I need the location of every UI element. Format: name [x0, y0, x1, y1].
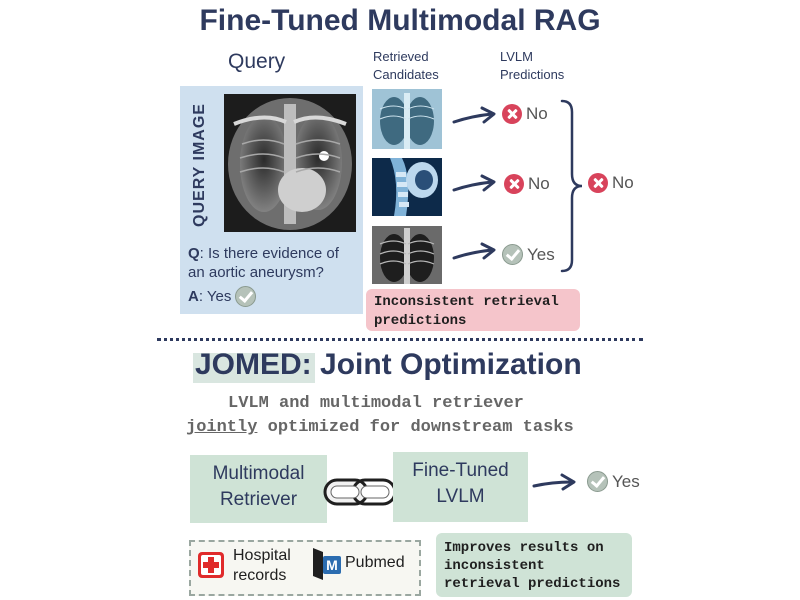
cross-badge-icon — [504, 174, 524, 194]
jointly-word: jointly — [186, 418, 258, 437]
aggregate-prediction-label: No — [612, 173, 634, 192]
question: Q: Is there evidence of an aortic aneury… — [188, 244, 360, 282]
inconsistent-note-line2: predictions — [374, 313, 467, 329]
aggregate-prediction: No — [588, 173, 634, 193]
jomed-highlight — [193, 353, 315, 383]
prediction-2-label: No — [528, 174, 550, 193]
question-prefix: Q — [188, 245, 200, 262]
inconsistent-note: Inconsistent retrieval predictions — [366, 289, 580, 331]
prediction-2: No — [504, 174, 550, 194]
pubmed-label: Pubmed — [345, 554, 405, 571]
prediction-3: Yes — [502, 244, 555, 265]
answer: A: Yes — [188, 286, 257, 307]
arrow-icon — [452, 174, 496, 192]
multimodal-retriever-box: Multimodal Retriever — [190, 455, 327, 523]
chain-link-icon — [323, 478, 397, 506]
query-label: Query — [228, 50, 286, 73]
final-prediction-label: Yes — [612, 471, 640, 491]
hospital-label-2: records — [233, 567, 287, 584]
finetuned-lvlm-box: Fine-Tuned LVLM — [393, 452, 528, 522]
improves-note-line1: Improves results on — [444, 540, 604, 556]
retriever-label-1: Multimodal — [212, 463, 305, 484]
retrieved-xray-3 — [372, 226, 442, 284]
predictions-header-line2: Predictions — [500, 67, 565, 82]
pubmed-logo-letter: M — [326, 557, 338, 573]
pubmed-logo-icon: M — [313, 548, 341, 580]
jomed-subtitle-2-rest: optimized for downstream tasks — [257, 418, 574, 437]
check-badge-icon — [502, 244, 523, 265]
retrieved-header-line2: Candidates — [373, 67, 439, 82]
cross-badge-icon — [588, 173, 608, 193]
predictions-header: LVLM Predictions — [500, 48, 564, 84]
check-badge-icon — [235, 286, 257, 307]
query-image-label-text: QUERY IMAGE — [191, 102, 208, 227]
query-xray-image — [224, 94, 356, 232]
prediction-1: No — [502, 104, 548, 124]
arrow-icon — [452, 106, 496, 124]
jomed-title: JOMED: Joint Optimization — [195, 348, 582, 381]
answer-text: : Yes — [198, 288, 232, 305]
lvlm-label-1: Fine-Tuned — [412, 460, 509, 481]
lvlm-label-2: LVLM — [436, 486, 485, 507]
predictions-header-line1: LVLM — [500, 49, 533, 64]
jomed-subtitle-2: jointly optimized for downstream tasks — [186, 418, 574, 437]
retrieved-header: Retrieved Candidates — [373, 48, 439, 84]
retrieved-header-line1: Retrieved — [373, 49, 429, 64]
improves-note-line3: retrieval predictions — [444, 576, 621, 592]
question-text-2: an aortic aneurysm? — [188, 264, 324, 281]
inconsistent-note-line1: Inconsistent retrieval — [374, 294, 559, 310]
jomed-subtitle-1: LVLM and multimodal retriever — [228, 394, 524, 413]
question-text: : Is there evidence of — [199, 245, 339, 262]
arrow-icon — [452, 242, 496, 260]
improves-note-line2: inconsistent — [444, 558, 545, 574]
query-image-label: QUERY IMAGE — [186, 92, 214, 237]
top-title: Fine-Tuned Multimodal RAG — [199, 4, 601, 37]
cross-badge-icon — [502, 104, 522, 124]
retrieved-xray-2 — [372, 158, 442, 216]
arrow-icon — [532, 473, 576, 491]
final-prediction: Yes — [587, 471, 647, 492]
section-divider — [157, 338, 643, 341]
answer-prefix: A — [188, 288, 199, 305]
hospital-cross-icon — [198, 552, 224, 578]
check-badge-icon — [587, 471, 608, 492]
hospital-label-1: Hospital — [233, 547, 291, 564]
prediction-3-label: Yes — [527, 244, 555, 264]
improves-note: Improves results on inconsistent retriev… — [436, 533, 632, 597]
knowledge-sources-box: Hospital records M Pubmed — [189, 540, 421, 596]
curly-brace-icon — [560, 99, 583, 273]
hospital-records-label: Hospital records — [233, 546, 291, 586]
retriever-label-2: Retriever — [219, 489, 298, 510]
prediction-1-label: No — [526, 104, 548, 123]
retrieved-xray-1 — [372, 89, 442, 149]
